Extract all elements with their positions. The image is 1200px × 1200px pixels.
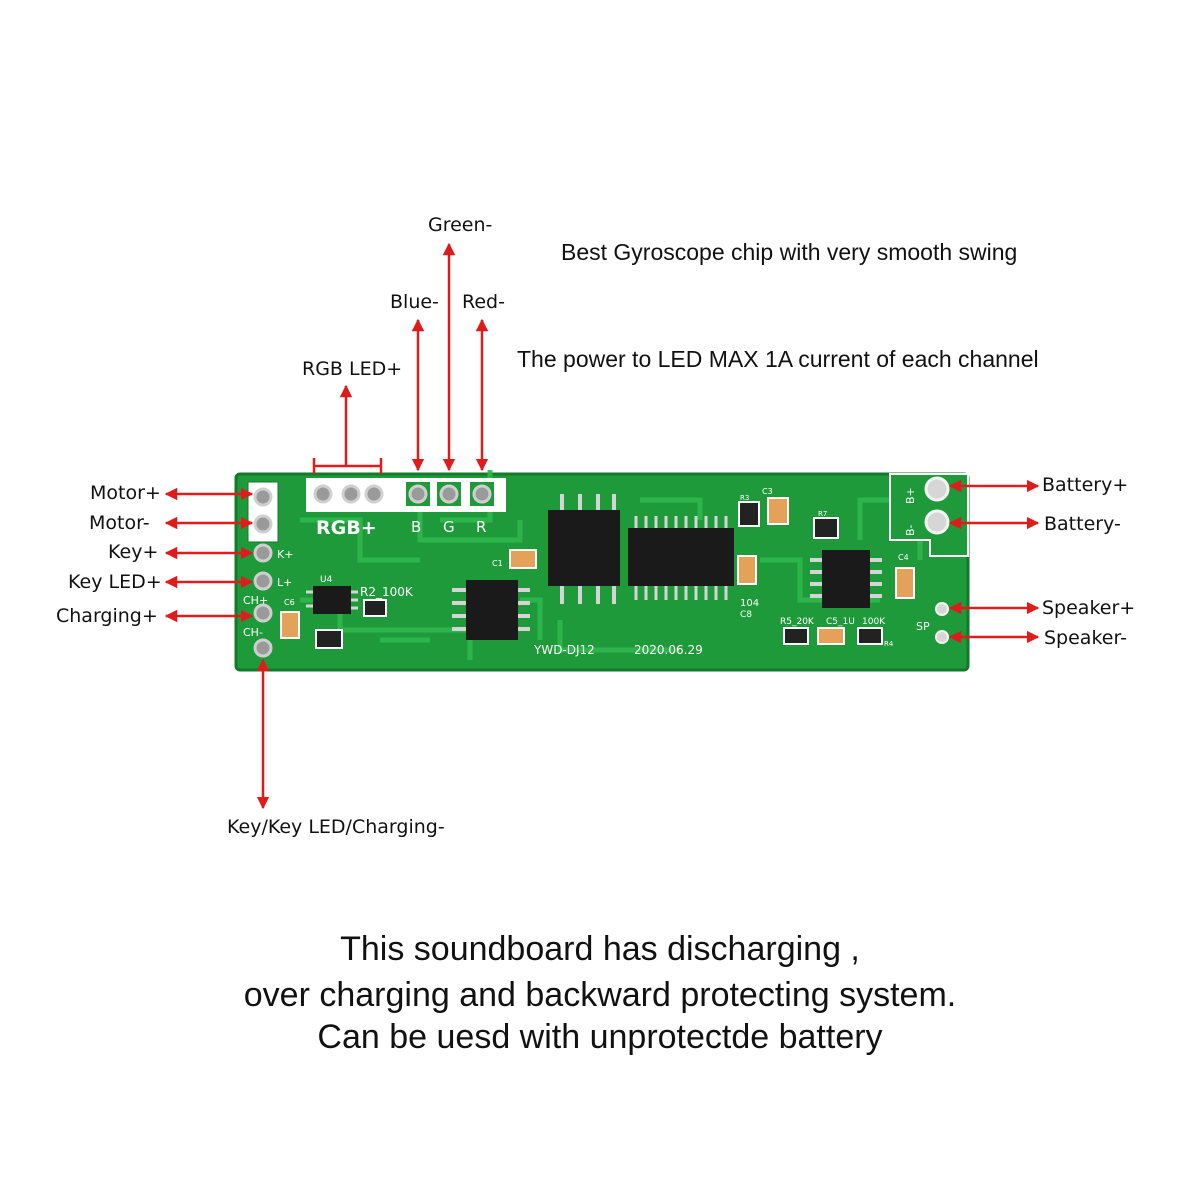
- cap-c8: [737, 555, 757, 585]
- charging-plus-pad: [253, 603, 273, 623]
- pcb-board: RGB+ B G R K+ L+ CH+ CH- U4 C6 C1 R2_100…: [234, 470, 970, 672]
- rgb-led-plus-pad-2: [341, 484, 361, 504]
- label-battery-minus: Battery-: [1044, 513, 1121, 535]
- silk-u4: U4: [320, 575, 333, 585]
- green-pad: [439, 484, 459, 504]
- silk-c1: C1: [492, 559, 503, 568]
- left-pads: [247, 481, 279, 658]
- res-r1: [315, 629, 343, 649]
- passives: [280, 497, 915, 649]
- speaker-minus-pad: [935, 630, 949, 644]
- silk-r4: R4: [884, 640, 894, 648]
- silk-rgb: RGB+: [316, 517, 377, 539]
- ic-msop-center-body: [548, 510, 620, 586]
- note-led-power: The power to LED MAX 1A current of each …: [517, 346, 1039, 372]
- silk-r2: R2_100K: [360, 585, 414, 599]
- silkscreen: RGB+ B G R K+ L+ CH+ CH- U4 C6 C1 R2_100…: [243, 487, 930, 657]
- caption-line-1: This soundboard has discharging ,: [340, 930, 860, 968]
- res-r7: [813, 517, 839, 539]
- annotation-arrows: [164, 242, 1040, 810]
- ic-u4: [306, 586, 358, 614]
- cap-c4: [895, 567, 915, 599]
- key-plus-pad: [253, 543, 273, 563]
- rgb-bracket: [312, 458, 383, 474]
- note-gyroscope: Best Gyroscope chip with very smooth swi…: [561, 239, 1018, 265]
- silk-104: 104: [740, 598, 759, 609]
- common-minus-pad: [253, 638, 273, 658]
- silk-g: G: [443, 518, 455, 536]
- speaker-plus-pad: [935, 602, 949, 616]
- ic-soic8-left: [452, 580, 530, 640]
- cap-c1: [509, 549, 537, 569]
- label-speaker-plus: Speaker+: [1042, 597, 1136, 619]
- silk-ch-minus: CH-: [243, 626, 263, 639]
- label-motor-minus: Motor-: [89, 512, 150, 534]
- silk-c6: C6: [284, 598, 295, 607]
- silk-b: B: [411, 518, 421, 536]
- ic-ssop-main: [628, 516, 734, 600]
- cap-c3: [767, 497, 789, 525]
- label-key-led-plus: Key LED+: [68, 571, 162, 593]
- label-motor-plus: Motor+: [90, 482, 161, 504]
- right-pads: [889, 473, 969, 644]
- cap-c6: [280, 611, 300, 639]
- cap-c5: [817, 627, 845, 645]
- caption-line-2: over charging and backward protecting sy…: [243, 976, 957, 1014]
- label-blue-minus: Blue-: [390, 291, 439, 313]
- ic-soic8-right-body: [822, 550, 870, 608]
- ic-soic8-left-body: [466, 580, 518, 640]
- label-common-minus: Key/Key LED/Charging-: [227, 816, 445, 838]
- blue-pad: [408, 484, 428, 504]
- motor-plus-pad: [253, 487, 273, 507]
- label-speaker-minus: Speaker-: [1044, 627, 1127, 649]
- rgb-led-plus-pad-3: [364, 484, 384, 504]
- battery-plus-pad: [924, 476, 950, 502]
- motor-minus-pad: [253, 514, 273, 534]
- silk-k-plus: K+: [277, 548, 293, 561]
- res-r5: [783, 627, 809, 645]
- silk-c5: C5_1U: [826, 617, 855, 627]
- silk-date: 2020.06.29: [634, 643, 703, 657]
- silk-100k: 100K: [862, 617, 886, 627]
- res-r4: [857, 627, 883, 645]
- label-green-minus: Green-: [428, 214, 493, 236]
- key-led-plus-pad: [253, 571, 273, 591]
- ic-msop-center: [548, 494, 620, 604]
- ic-u4-body: [313, 586, 351, 614]
- red-pad: [472, 484, 492, 504]
- silk-ch-plus: CH+: [243, 594, 268, 607]
- silk-r: R: [476, 518, 486, 536]
- label-red-minus: Red-: [462, 291, 505, 313]
- silk-r5: R5_20K: [780, 617, 815, 627]
- silk-b-minus: B-: [904, 524, 917, 536]
- silk-model: YWD-DJ12: [533, 643, 595, 657]
- silk-c3: C3: [762, 487, 773, 496]
- rgb-header: [306, 478, 506, 512]
- res-r3: [738, 501, 760, 527]
- label-key-plus: Key+: [108, 541, 159, 563]
- battery-minus-pad: [924, 509, 950, 535]
- silk-sp: SP: [916, 620, 930, 633]
- silk-b-plus: B+: [904, 487, 917, 504]
- label-charging-plus: Charging+: [56, 605, 158, 627]
- rgb-led-plus-pad-1: [313, 484, 333, 504]
- label-battery-plus: Battery+: [1042, 474, 1129, 496]
- silk-c8: C8: [740, 610, 752, 620]
- silk-l-plus: L+: [277, 576, 292, 589]
- res-r2: [363, 599, 387, 617]
- caption-line-3: Can be uesd with unprotectde battery: [317, 1018, 883, 1056]
- ic-ssop-main-body: [628, 528, 734, 586]
- ic-soic8-right: [810, 550, 882, 608]
- silk-r3: R3: [740, 494, 749, 502]
- silk-r7: R7: [818, 510, 827, 518]
- silk-c4: C4: [898, 553, 909, 562]
- label-rgb-led-plus: RGB LED+: [302, 358, 403, 380]
